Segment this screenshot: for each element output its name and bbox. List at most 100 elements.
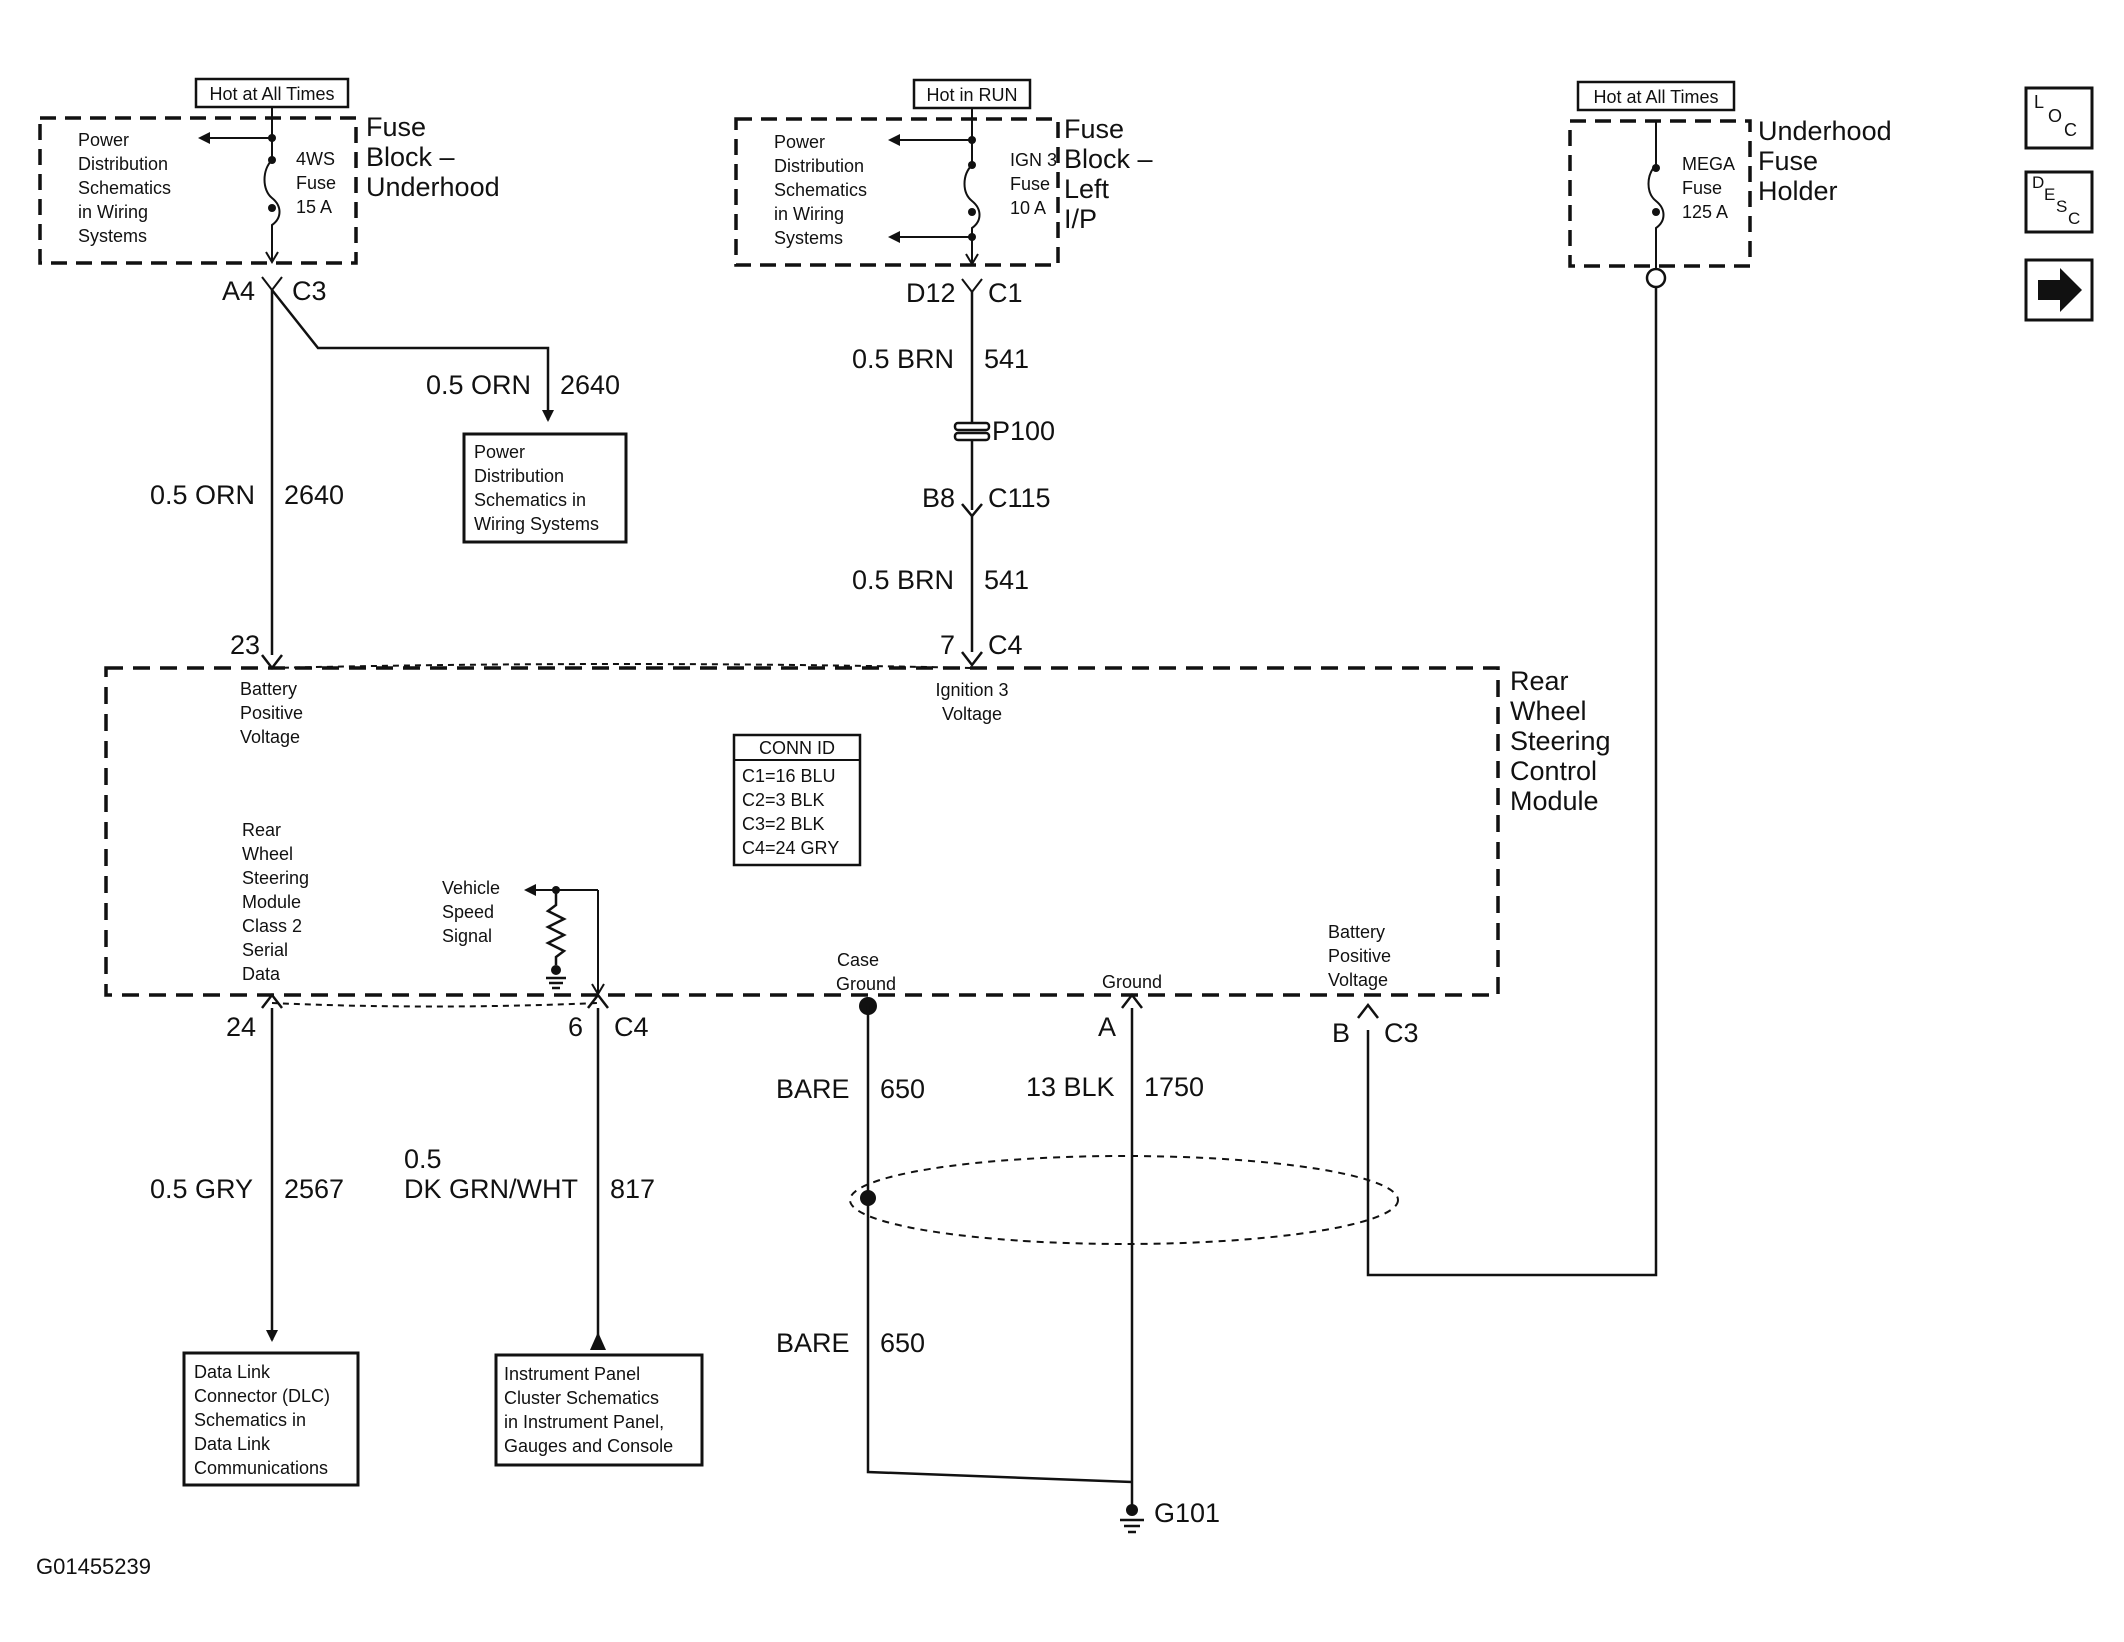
module-title-line: Module	[1510, 786, 1599, 816]
fuse-ign3-icon	[963, 108, 981, 264]
connector-pin-label: D12	[906, 278, 956, 308]
distribution-text: Distribution	[78, 154, 168, 174]
bottom-pins: 24 6 C4 A B C3	[226, 992, 1419, 1048]
connector-icon	[587, 992, 609, 1009]
box-text: Schematics in	[194, 1410, 306, 1430]
module-label: Wheel	[242, 844, 293, 864]
pin-number: 7	[940, 630, 955, 660]
fuse-text: Fuse	[296, 173, 336, 193]
module-label: Ground	[836, 974, 896, 994]
conn-id-title: CONN ID	[759, 738, 835, 758]
module-outline	[104, 666, 1500, 997]
distribution-text: in Wiring	[774, 204, 844, 224]
wire-gauge-color: BARE	[776, 1074, 850, 1104]
fuse-block-title-line: Underhood	[1758, 116, 1892, 146]
fuse-holder-underhood: Hot at All Times Underhood Fuse Holder M…	[1366, 80, 1892, 1277]
distribution-text: Schematics	[774, 180, 867, 200]
conn-id-row: C2=3 BLK	[742, 790, 825, 810]
wire-gauge-color: 0.5 ORN	[426, 370, 531, 400]
wire-gauge-color: 13 BLK	[1026, 1072, 1115, 1102]
desc-button[interactable]: D E S C	[2024, 170, 2094, 234]
button-letter: D	[2032, 173, 2044, 192]
module-label: Battery	[240, 679, 297, 699]
distribution-text: Power	[78, 130, 129, 150]
fuse-block-title-line: Holder	[1758, 176, 1838, 206]
splice-label: P100	[992, 416, 1055, 446]
connector-id-label: C1	[988, 278, 1023, 308]
wire-circuit-number: 541	[984, 344, 1029, 374]
box-text: Cluster Schematics	[504, 1388, 659, 1408]
wire-gauge-color: 0.5 ORN	[150, 480, 255, 510]
fuse-block-title-line: Block –	[366, 142, 455, 172]
button-letter: C	[2068, 209, 2080, 228]
ipc-box	[494, 1353, 704, 1467]
connector-id-label: C4	[614, 1012, 649, 1042]
loc-button[interactable]: L O C	[2024, 86, 2094, 150]
wire-gauge-color: DK GRN/WHT	[404, 1174, 578, 1204]
fuse-block-underhood-outline	[38, 116, 358, 265]
wire-circuit-number: 2640	[284, 480, 344, 510]
fuse-text: Fuse	[1682, 178, 1722, 198]
connector-icon	[1121, 992, 1143, 1009]
fuse-block-underhood: Hot at All Times Fuse Block – Underhood …	[38, 77, 500, 306]
hot-in-run-label: Hot in RUN	[926, 85, 1017, 105]
module-label: Serial	[242, 940, 288, 960]
box-text: Gauges and Console	[504, 1436, 673, 1456]
fuse-block-left-ip-outline	[734, 117, 1060, 267]
wire-circuit-number: 2567	[284, 1174, 344, 1204]
module-label: Voltage	[1328, 970, 1388, 990]
module-label: Vehicle	[442, 878, 500, 898]
distribution-text: Distribution	[774, 156, 864, 176]
module-label: Ignition 3	[935, 680, 1008, 700]
conn-id-table: CONN ID C1=16 BLU C2=3 BLK C3=2 BLK C4=2…	[732, 733, 862, 867]
connector-id-label: C115	[988, 483, 1051, 513]
button-letter: L	[2034, 92, 2044, 112]
module-label: Data	[242, 964, 281, 984]
input-arrow-icon	[590, 1332, 606, 1350]
module-label: Signal	[442, 926, 492, 946]
module-label: Positive	[240, 703, 303, 723]
connector-icon	[261, 992, 283, 1009]
wire-circuit-number: 2640	[560, 370, 620, 400]
wire-circuit-number: 650	[880, 1074, 925, 1104]
hot-at-all-times-header	[1576, 80, 1736, 112]
next-arrow-button[interactable]	[2024, 258, 2094, 322]
pin-number: 23	[230, 630, 260, 660]
pin-number: B	[1332, 1018, 1350, 1048]
wire-gauge-color: 0.5	[404, 1144, 442, 1174]
conn-id-row: C3=2 BLK	[742, 814, 825, 834]
ground-label: G101	[1154, 1498, 1220, 1528]
bare-ground-wire: BARE 650 BARE 650	[776, 1006, 1133, 1484]
box-text: Schematics in	[474, 490, 586, 510]
hot-at-all-times-label: Hot at All Times	[1593, 87, 1718, 107]
fuse-text: 10 A	[1010, 198, 1046, 218]
connector-icon	[961, 278, 983, 294]
fuse-block-title-line: Left	[1064, 174, 1110, 204]
connector-id-label: C3	[292, 276, 327, 306]
fuse-block-title-line: Block –	[1064, 144, 1153, 174]
pin-number: A	[1098, 1012, 1116, 1042]
connector-id-label: C3	[1384, 1018, 1419, 1048]
rear-wheel-steering-control-module: Rear Wheel Steering Control Module 23 7 …	[104, 630, 1611, 997]
hot-at-all-times-label: Hot at All Times	[209, 84, 334, 104]
fuse-text: MEGA	[1682, 154, 1735, 174]
distribution-text: Power	[774, 132, 825, 152]
connector-icon	[261, 276, 283, 292]
distribution-text: in Wiring	[78, 202, 148, 222]
distribution-text: Schematics	[78, 178, 171, 198]
wire-circuit-number: 650	[880, 1328, 925, 1358]
wire-circuit-number: 541	[984, 565, 1029, 595]
orn-wire: 0.5 ORN 2640 0.5 ORN 2640 Power Distribu…	[150, 289, 628, 655]
box-text: Communications	[194, 1458, 328, 1478]
module-label: Voltage	[240, 727, 300, 747]
module-label: Speed	[442, 902, 494, 922]
button-letter: E	[2044, 185, 2055, 204]
module-title-line: Rear	[1510, 666, 1569, 696]
pin-number: 24	[226, 1012, 256, 1042]
box-text: Data Link	[194, 1434, 271, 1454]
power-distribution-box	[462, 432, 628, 544]
module-title-line: Control	[1510, 756, 1597, 786]
splice-dot-icon	[860, 1190, 876, 1206]
button-letter: C	[2064, 120, 2077, 140]
